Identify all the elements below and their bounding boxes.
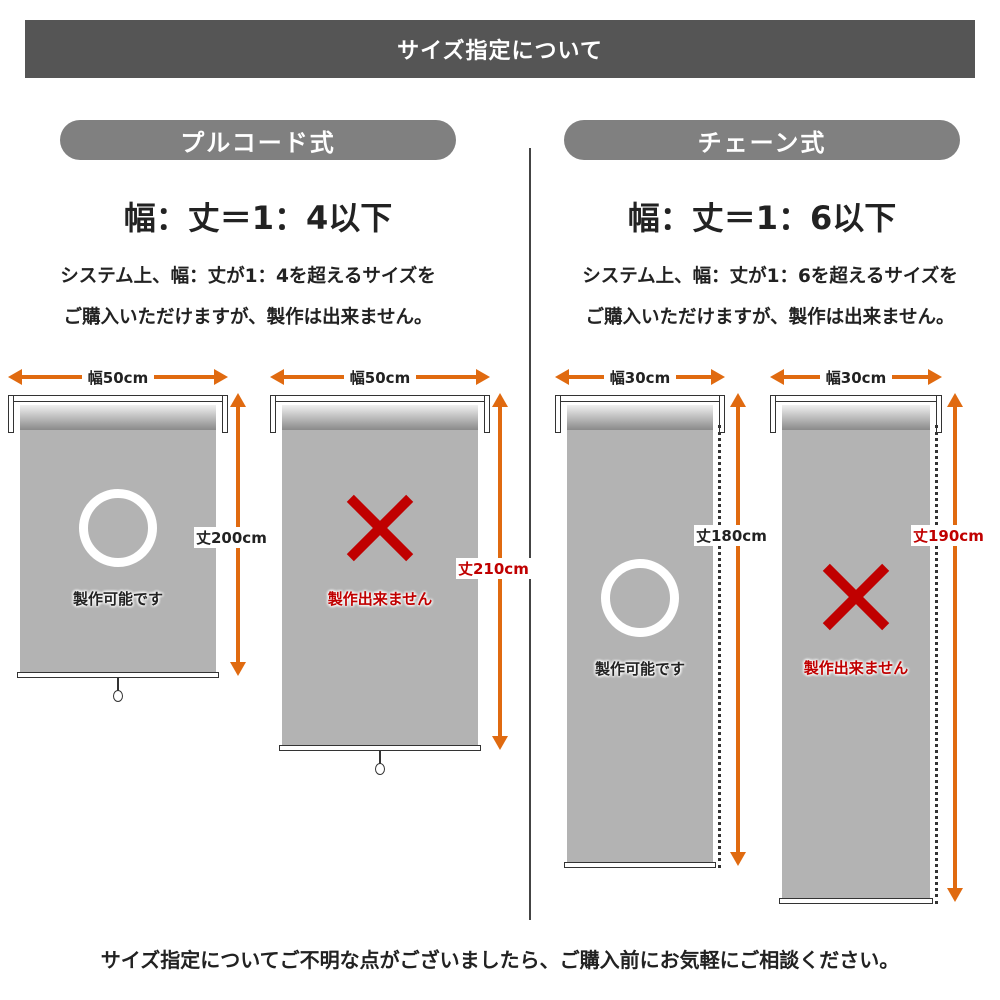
pullcord-title: プルコード式 xyxy=(60,120,456,160)
blind-fabric xyxy=(567,430,713,862)
width-label: 幅30cm xyxy=(820,367,892,388)
height-label: 丈200cm xyxy=(194,527,269,548)
blind-fabric xyxy=(782,430,930,898)
chain-desc-2: ご購入いただけますが、製作は出来ません。 xyxy=(585,307,955,328)
arrow-right-icon xyxy=(476,369,490,385)
height-label: 丈180cm xyxy=(694,525,769,546)
arrow-right-icon xyxy=(928,369,942,385)
bracket-right xyxy=(484,395,490,433)
pull-cord-ring xyxy=(113,690,123,702)
bead-chain xyxy=(718,425,721,868)
chain-ratio: 幅：丈＝1：6以下 xyxy=(627,199,897,237)
height-label: 丈190cm xyxy=(911,525,986,546)
bottom-bar xyxy=(17,672,219,678)
width-label: 幅50cm xyxy=(82,367,154,388)
arrow-up-icon xyxy=(947,393,963,407)
status-label: 製作可能です xyxy=(594,660,685,678)
height-label: 丈210cm xyxy=(456,558,531,579)
top-rail xyxy=(8,395,228,402)
top-rail xyxy=(555,395,725,402)
bead-chain xyxy=(935,425,938,904)
pullcord-desc-1: システム上、幅：丈が1：4を超えるサイズを xyxy=(60,266,436,287)
chain-desc-1: システム上、幅：丈が1：6を超えるサイズを xyxy=(582,266,958,287)
footer-note: サイズ指定についてご不明な点がございましたら、ご購入前にお気軽にご相談ください。 xyxy=(100,948,900,972)
pull-cord xyxy=(379,751,381,765)
arrow-down-icon xyxy=(730,852,746,866)
bracket-left xyxy=(8,395,14,433)
status-label: 製作可能です xyxy=(72,590,163,608)
pull-cord-ring xyxy=(375,763,385,775)
arrow-down-icon xyxy=(230,662,246,676)
bracket-left xyxy=(770,395,776,433)
top-rail xyxy=(770,395,942,402)
chain-title: チェーン式 xyxy=(564,120,960,160)
height-arrow-line xyxy=(736,405,740,852)
roller xyxy=(282,405,478,430)
status-label: 製作出来ません xyxy=(803,659,909,677)
bracket-right xyxy=(719,395,725,433)
roller xyxy=(20,405,216,430)
blind-fabric xyxy=(282,430,478,745)
pullcord-ratio: 幅：丈＝1：4以下 xyxy=(123,199,393,237)
arrow-down-icon xyxy=(947,888,963,902)
arrow-up-icon xyxy=(730,393,746,407)
arrow-right-icon xyxy=(214,369,228,385)
arrow-down-icon xyxy=(492,736,508,750)
pull-cord xyxy=(117,678,119,692)
bottom-bar xyxy=(779,898,933,904)
status-label: 製作出来ません xyxy=(327,590,433,608)
arrow-up-icon xyxy=(230,393,246,407)
arrow-up-icon xyxy=(492,393,508,407)
arrow-left-icon xyxy=(8,369,22,385)
bracket-right xyxy=(936,395,942,433)
width-label: 幅30cm xyxy=(604,367,676,388)
bottom-bar xyxy=(564,862,716,868)
height-arrow-line xyxy=(953,405,957,888)
top-rail xyxy=(270,395,490,402)
bracket-left xyxy=(555,395,561,433)
section-divider xyxy=(529,148,531,920)
arrow-left-icon xyxy=(270,369,284,385)
arrow-left-icon xyxy=(555,369,569,385)
ok-circle-icon xyxy=(79,489,157,567)
ok-circle-icon xyxy=(601,559,679,637)
roller xyxy=(567,405,713,430)
bracket-right xyxy=(222,395,228,433)
arrow-left-icon xyxy=(770,369,784,385)
pullcord-desc-2: ご購入いただけますが、製作は出来ません。 xyxy=(63,307,433,328)
page-header: サイズ指定について xyxy=(25,20,975,78)
arrow-right-icon xyxy=(711,369,725,385)
bottom-bar xyxy=(279,745,481,751)
width-label: 幅50cm xyxy=(344,367,416,388)
roller xyxy=(782,405,930,430)
bracket-left xyxy=(270,395,276,433)
